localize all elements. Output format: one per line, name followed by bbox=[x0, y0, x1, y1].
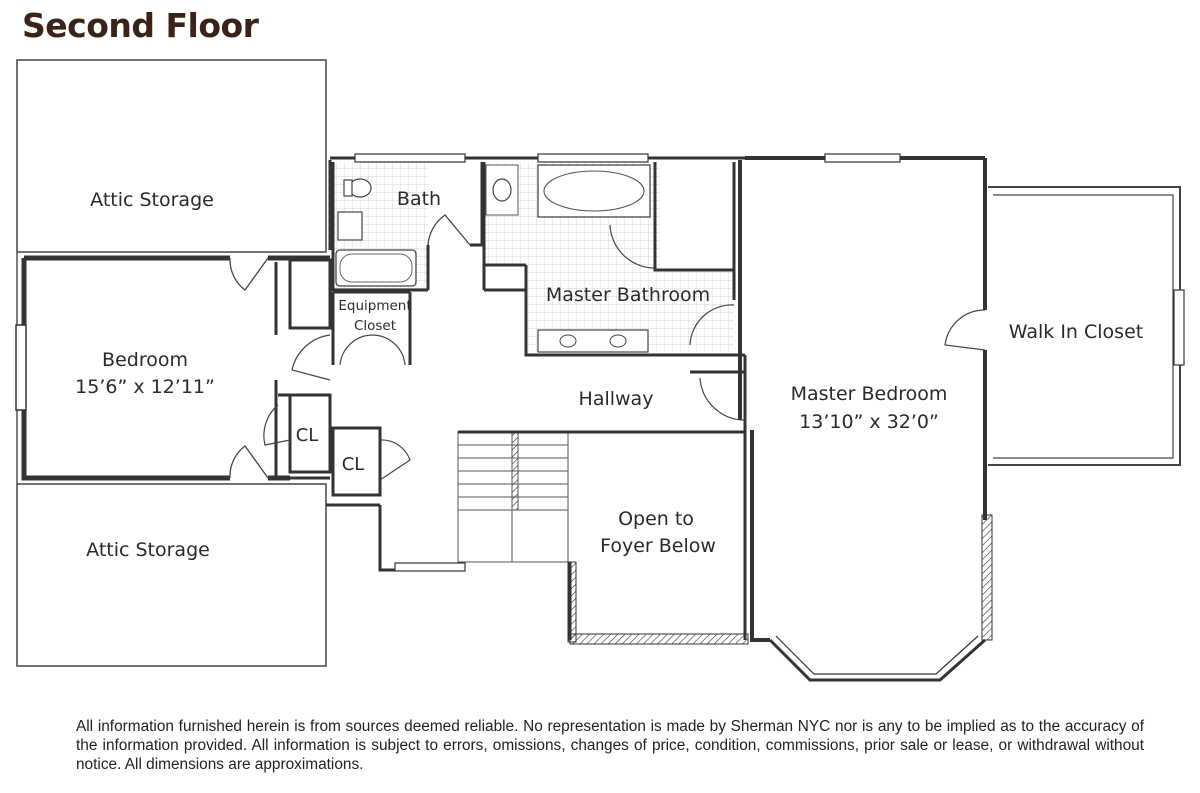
master-bathroom-lower-left-blank bbox=[484, 265, 526, 352]
double-vanity bbox=[537, 329, 649, 353]
master-toilet bbox=[492, 178, 512, 202]
bedroom-dimensions: 15’6” x 12’11” bbox=[75, 376, 215, 398]
walk-in-closet-window bbox=[1173, 289, 1185, 366]
master-bathroom-pocket bbox=[660, 162, 734, 270]
master-bathroom-label: Master Bathroom bbox=[546, 284, 710, 306]
bath-sink bbox=[337, 211, 363, 241]
master-bedroom-north-window bbox=[824, 153, 901, 163]
master-bath-shower-door bbox=[609, 224, 656, 269]
equipment-closet-label-line1: Equipment bbox=[338, 298, 411, 314]
closet-door-2 bbox=[379, 439, 411, 481]
hall-door-left bbox=[291, 334, 331, 381]
bathtub bbox=[335, 249, 417, 287]
equipment-closet-doors bbox=[339, 334, 406, 366]
master-bedroom-dimensions: 13’10” x 32’0” bbox=[799, 411, 939, 433]
attic-storage-bottom-area bbox=[16, 483, 327, 667]
master-toilet-closet bbox=[485, 164, 519, 216]
hallway-label: Hallway bbox=[579, 388, 654, 410]
attic-storage-top-area bbox=[16, 59, 327, 253]
disclaimer-text: All information furnished herein is from… bbox=[76, 718, 1144, 773]
bath-label: Bath bbox=[397, 188, 441, 210]
bedroom-window bbox=[15, 324, 27, 411]
bedroom-label: Bedroom bbox=[102, 349, 188, 371]
equipment-closet-walls bbox=[331, 290, 412, 365]
foyer-bottom-wall bbox=[569, 633, 749, 645]
open-to-foyer-line2: Foyer Below bbox=[600, 535, 716, 557]
bedroom-door-bottom bbox=[229, 445, 269, 479]
master-bath-door bbox=[689, 304, 735, 346]
attic-storage-top-label: Attic Storage bbox=[90, 189, 214, 211]
equipment-closet-label-line2: Closet bbox=[354, 318, 396, 334]
bedroom-door-top bbox=[229, 257, 269, 291]
attic-storage-bottom-label: Attic Storage bbox=[86, 539, 210, 561]
bath-door bbox=[427, 214, 471, 246]
closet-label-2: CL bbox=[342, 454, 365, 475]
hall-bottom-window bbox=[394, 562, 466, 572]
bath-window bbox=[354, 153, 466, 163]
staircase bbox=[457, 431, 569, 563]
open-to-foyer-line1: Open to bbox=[618, 508, 694, 530]
bay-window bbox=[768, 635, 986, 682]
master-east-hatched-wall bbox=[981, 514, 993, 641]
master-bedroom-door bbox=[699, 377, 746, 421]
master-bathroom-walls bbox=[482, 162, 745, 357]
floor-plan: Attic Storage Attic Storage Bedroom 15’6… bbox=[15, 59, 1185, 682]
foyer-hatched-wall bbox=[567, 561, 577, 643]
walk-in-closet-door bbox=[944, 309, 986, 351]
closet-label-1: CL bbox=[296, 425, 319, 446]
master-bedroom-label: Master Bedroom bbox=[791, 383, 948, 405]
page-title: Second Floor bbox=[22, 6, 259, 45]
closet-walls bbox=[278, 393, 382, 497]
walk-in-closet-label: Walk In Closet bbox=[1009, 321, 1143, 343]
master-bath-window bbox=[537, 153, 649, 163]
bath-walls bbox=[331, 162, 484, 292]
closet-door-1 bbox=[263, 404, 291, 446]
